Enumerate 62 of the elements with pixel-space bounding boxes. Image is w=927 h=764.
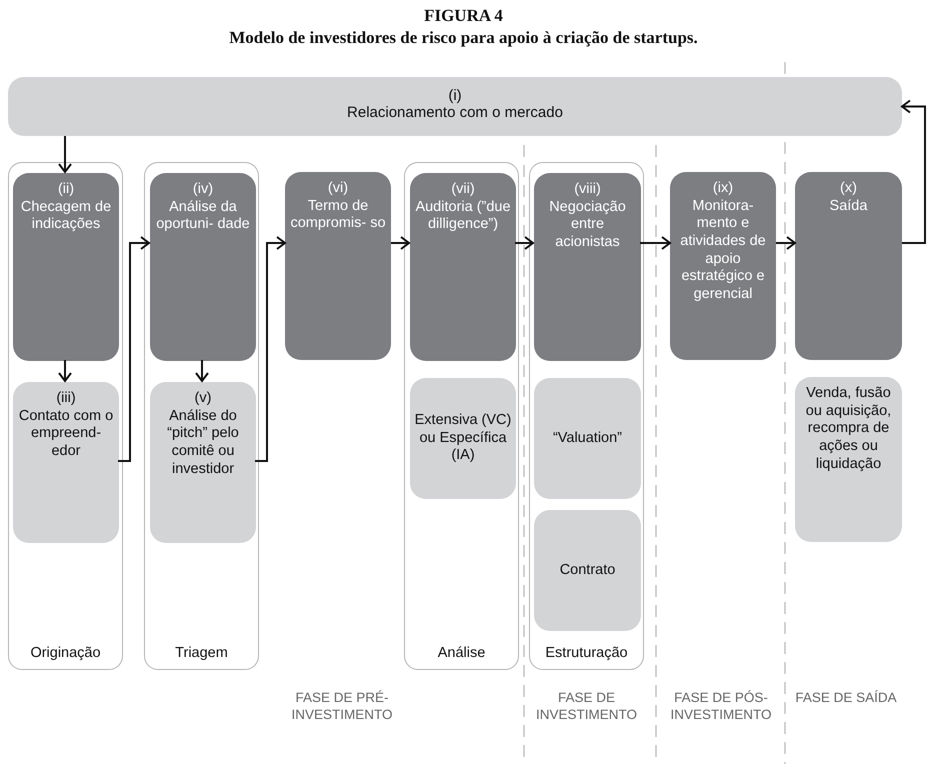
process-box [670, 172, 776, 360]
box-text: Análise da oportuni- dade [155, 198, 251, 234]
arrow [640, 236, 671, 250]
box-text: Monitora- mento e atividades de apoio estratégico e gerencial [679, 198, 767, 304]
stage-group [529, 162, 644, 670]
box-text: Contato com o empreend- edor [18, 408, 114, 461]
phase-label: FASE DE PÓS-INVESTIMENTO [669, 690, 772, 724]
box-text: Saída [828, 198, 868, 216]
box-text: (iii) [55, 390, 77, 408]
box-text: “Valuation” [552, 430, 624, 448]
process-box [285, 172, 391, 360]
detail-box [13, 382, 119, 543]
arrow [776, 236, 796, 250]
arrow [391, 236, 410, 250]
process-box [534, 173, 641, 361]
arrow [58, 136, 72, 173]
arrow [195, 360, 209, 382]
box-text: Contrato [558, 562, 616, 580]
box-text: Análise do “pitch” pelo comitê ou investidor [166, 408, 240, 478]
arrow [515, 236, 534, 250]
stage-label: Análise [436, 645, 486, 661]
detail-box [534, 378, 641, 499]
detail-box [410, 378, 516, 499]
process-band [8, 77, 902, 136]
detail-box [534, 510, 641, 631]
process-box [150, 173, 256, 361]
stage-group [144, 162, 259, 670]
box-text: (vi) [326, 180, 350, 198]
box-text: (vii) [450, 181, 476, 199]
box-text: (ii) [56, 181, 76, 199]
process-box [410, 173, 516, 361]
process-box [13, 173, 119, 361]
phase-label: FASE DE SAÍDA [794, 690, 898, 707]
arrow [118, 236, 150, 462]
box-text: (v) [194, 390, 212, 408]
process-box [795, 172, 902, 360]
stage-label: Triagem [174, 645, 229, 661]
box-text: (ix) [712, 180, 734, 198]
arrow [901, 100, 926, 244]
detail-box [795, 377, 902, 542]
stage-label: Originação [29, 645, 102, 661]
box-text: Venda, fusão ou aquisição, recompra de ações ou liquidação [804, 385, 892, 474]
phase-label: FASE DE PRÉ-INVESTIMENTO [290, 690, 394, 724]
box-text: Relacionamento com o mercado [346, 104, 564, 121]
box-text: Extensiva (VC) ou Específica (IA) [414, 412, 512, 466]
stage-label: Estruturação [544, 645, 629, 661]
box-text: (iv) [192, 181, 214, 199]
arrow [255, 236, 286, 462]
figure-title: FIGURA 4 [423, 6, 504, 26]
box-text: Checagem de indicações [20, 198, 112, 234]
box-text: Negociação entre acionistas [548, 198, 627, 252]
box-text: (viii) [573, 181, 602, 199]
figure-caption: Modelo de investidores de risco para apoio à criação de startups. [228, 28, 699, 48]
phase-label: FASE DE INVESTIMENTO [534, 690, 638, 724]
box-text: (x) [839, 180, 858, 198]
box-text: (i) [447, 87, 463, 104]
arrow [58, 360, 72, 382]
box-text: Auditoria (”due dilligence”) [414, 198, 512, 234]
stage-group [404, 162, 519, 670]
box-text: Termo de compromis- so [289, 198, 387, 234]
detail-box [150, 382, 256, 543]
stage-group [8, 162, 123, 670]
